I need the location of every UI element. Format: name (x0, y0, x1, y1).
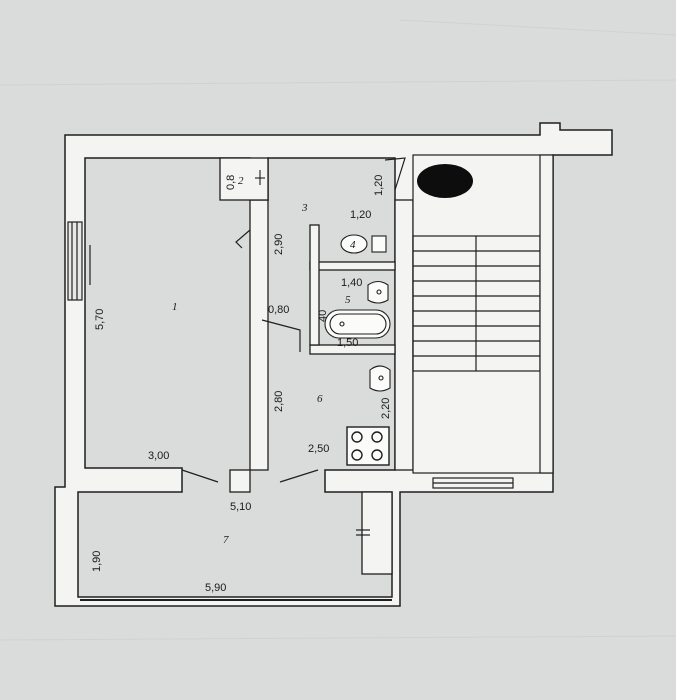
wall-room7-right (361, 491, 393, 575)
room-label-3: 3 (301, 202, 308, 214)
dim-0-80: 0,80 (268, 304, 289, 316)
dim-1-20-vertical: 1,20 (373, 175, 385, 196)
wall-bath-divider (309, 261, 396, 271)
room-label-4: 4 (350, 239, 356, 251)
wall-wc-left (309, 224, 320, 346)
wall-room1-room3 (249, 199, 269, 471)
toilet-icon (340, 234, 387, 254)
closet-shelf (255, 170, 265, 185)
window-icon (67, 221, 91, 301)
dim-40: 40 (317, 310, 329, 322)
room-label-7: 7 (223, 534, 229, 546)
dim-0-8: 0,8 (225, 175, 237, 190)
room-label-2: 2 (238, 175, 244, 187)
dim-3-00: 3,00 (148, 450, 169, 462)
kitchen-sink-icon (369, 365, 391, 392)
room-label-5: 5 (345, 294, 351, 306)
dim-2-50: 2,50 (308, 443, 329, 455)
dim-1-50: 1,50 (337, 337, 358, 349)
bathtub-icon (324, 309, 391, 339)
dim-5-70: 5,70 (94, 309, 106, 330)
dim-1-90: 1,90 (91, 551, 103, 572)
dim-2-20: 2,20 (380, 398, 392, 419)
dim-1-40: 1,40 (341, 277, 362, 289)
wall-corridor-bottom (229, 469, 251, 493)
staircase-icon (412, 154, 554, 489)
dim-2-80: 2,80 (273, 391, 285, 412)
dim-1-20-horizontal: 1,20 (350, 209, 371, 221)
room-label-1: 1 (172, 301, 178, 313)
stove-icon (346, 426, 390, 466)
washbasin-icon (367, 280, 389, 304)
room-label-6: 6 (317, 393, 323, 405)
redaction-blot (417, 164, 473, 198)
dim-5-90: 5,90 (205, 582, 226, 594)
wall-bath-block (394, 199, 414, 471)
door-icon (181, 157, 406, 536)
paper-background (0, 19, 676, 641)
dim-5-10: 5,10 (230, 501, 251, 513)
wall-kitchen-top (309, 344, 396, 355)
dim-2-90: 2,90 (273, 234, 285, 255)
